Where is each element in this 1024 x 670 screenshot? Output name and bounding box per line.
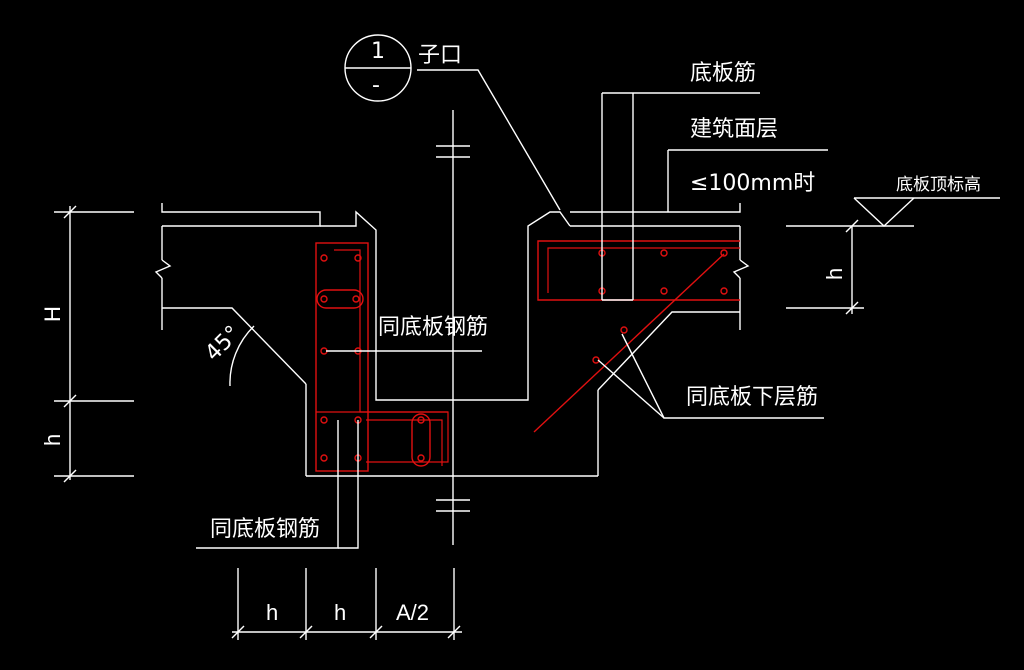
dim-h-left: h (40, 434, 65, 446)
section-marker: 1 - (344, 34, 412, 102)
dim-h-right: h (822, 268, 847, 280)
pit-label: 子口 (418, 43, 462, 68)
slab-rebar-label: 底板筋 (690, 61, 756, 86)
slab-top-elev-label: 底板顶标高 (896, 175, 981, 195)
rebar-left (315, 242, 449, 472)
left-dimension (54, 205, 134, 483)
dim-bottom-h1: h (266, 600, 278, 625)
section-dash: - (372, 73, 380, 98)
dim-bottom-h2: h (334, 600, 346, 625)
leader-slab-bottom-rebar-2 (597, 359, 665, 419)
section-number: 1 (371, 39, 385, 64)
angle-label: 45° (201, 321, 246, 366)
bottom-dimension (231, 568, 462, 640)
arch-layer-label: 建筑面层 (690, 117, 778, 142)
same-slab-rebar-label-2: 同底板钢筋 (210, 517, 320, 542)
dim-bottom-a2: A/2 (396, 600, 429, 625)
leader-same-slab-rebar-2b (338, 420, 359, 549)
thickness-note-label: ≤100mm时 (690, 171, 815, 196)
top-right-annotations (601, 92, 828, 301)
center-axis (436, 110, 470, 545)
angle-mark (229, 325, 255, 387)
same-slab-bottom-rebar-label: 同底板下层筋 (686, 385, 818, 410)
same-slab-rebar-label-1: 同底板钢筋 (378, 315, 488, 340)
dim-H: H (40, 306, 65, 322)
pit-leader-line (417, 69, 561, 211)
rebar-right (533, 240, 740, 433)
elevation-mark (786, 197, 1000, 315)
concrete-outline (154, 203, 750, 477)
